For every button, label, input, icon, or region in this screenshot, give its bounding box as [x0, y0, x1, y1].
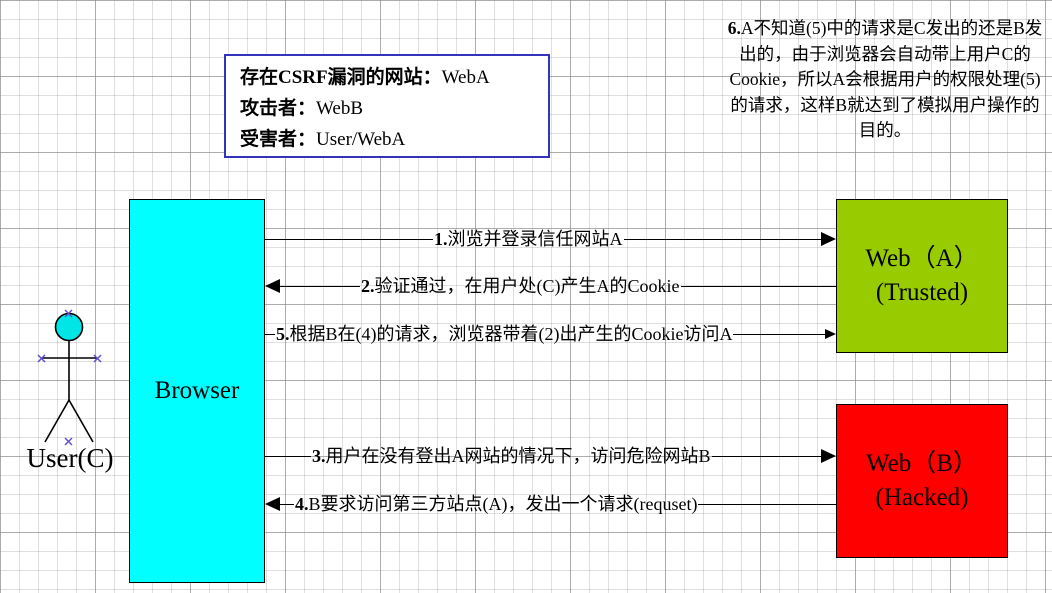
flow-4-line-right: [698, 503, 836, 505]
note-paragraph: 6.A不知道(5)中的请求是C发出的还是B发出的，由于浏览器会自动带上用户C的C…: [726, 16, 1044, 144]
legend-value-victim: User/WebA: [316, 129, 406, 150]
flow-2-label: 2.验证通过，在用户处(C)产生A的Cookie: [360, 272, 681, 298]
flow-1-label: 1.浏览并登录信任网站A: [433, 225, 624, 251]
web-b-subtitle: (Hacked): [875, 484, 969, 511]
flow-3-line-right: [711, 455, 821, 457]
flow-1-number: 1.: [434, 229, 448, 249]
flow-2-line-left: [280, 285, 360, 287]
flow-1-line-right: [623, 238, 821, 240]
flow-1-arrowhead: [821, 232, 836, 246]
flow-5-label: 5.根据B在(4)的请求，浏览器带着(2)出产生的Cookie访问A: [275, 320, 733, 346]
flow-arrow-2: 2.验证通过，在用户处(C)产生A的Cookie: [265, 271, 836, 301]
flow-4-text: B要求访问第三方站点(A)，发出一个请求(requset): [308, 494, 698, 514]
flow-4-line-left: [280, 503, 294, 505]
web-a-title: Web（A）: [865, 245, 979, 272]
flow-4-number: 4.: [295, 494, 309, 514]
flow-2-number: 2.: [361, 276, 375, 296]
web-b-label: Web（B） (Hacked): [837, 447, 1007, 515]
web-b-title: Web（B）: [866, 450, 978, 477]
flow-5-number: 5.: [276, 324, 290, 344]
legend-label-vulnerable: 存在CSRF漏洞的网站：: [240, 67, 442, 88]
legend-label-attacker: 攻击者：: [240, 98, 317, 119]
flow-5-line-left: [265, 333, 275, 335]
flow-3-number: 3.: [312, 446, 326, 466]
legend-line-attacker: 攻击者：WebB: [240, 93, 536, 124]
flow-arrow-3: 3.用户在没有登出A网站的情况下，访问危险网站B: [265, 441, 836, 471]
flow-1-line-left: [265, 238, 433, 240]
flow-arrow-5: 5.根据B在(4)的请求，浏览器带着(2)出产生的Cookie访问A: [265, 319, 836, 349]
flow-1-text: 浏览并登录信任网站A: [447, 229, 623, 249]
legend-line-vulnerable-site: 存在CSRF漏洞的网站：WebA: [240, 62, 536, 93]
legend-line-victim: 受害者：User/WebA: [240, 124, 536, 155]
browser-box[interactable]: Browser: [129, 199, 265, 583]
note-text: A不知道(5)中的请求是C发出的还是B发出的，由于浏览器会自动带上用户C的Coo…: [729, 18, 1043, 140]
legend-value-vulnerable: WebA: [441, 67, 490, 88]
web-a-label: Web（A） (Trusted): [837, 242, 1007, 310]
user-stick-figure-icon: [18, 300, 138, 460]
flow-arrow-1: 1.浏览并登录信任网站A: [265, 224, 836, 254]
flow-5-arrowhead: [825, 329, 836, 339]
flow-4-label: 4.B要求访问第三方站点(A)，发出一个请求(requset): [294, 490, 698, 516]
flow-2-text: 验证通过，在用户处(C)产生A的Cookie: [374, 276, 680, 296]
web-b-box[interactable]: Web（B） (Hacked): [836, 404, 1008, 558]
flow-5-text: 根据B在(4)的请求，浏览器带着(2)出产生的Cookie访问A: [289, 324, 733, 344]
flow-2-arrowhead: [265, 279, 280, 293]
flow-4-arrowhead: [265, 497, 280, 511]
flow-3-line-left: [265, 455, 311, 457]
flow-3-arrowhead: [821, 449, 836, 463]
flow-5-line-right: [733, 333, 825, 335]
flow-2-line-right: [680, 285, 836, 287]
browser-label: Browser: [154, 377, 240, 404]
web-a-box[interactable]: Web（A） (Trusted): [836, 199, 1008, 353]
note-step-number: 6.: [727, 18, 741, 38]
flow-3-text: 用户在没有登出A网站的情况下，访问危险网站B: [325, 446, 711, 466]
legend-label-victim: 受害者：: [240, 129, 317, 150]
legend-value-attacker: WebB: [316, 98, 364, 119]
flow-arrow-4: 4.B要求访问第三方站点(A)，发出一个请求(requset): [265, 489, 836, 519]
flow-3-label: 3.用户在没有登出A网站的情况下，访问危险网站B: [311, 442, 712, 468]
legend-box: 存在CSRF漏洞的网站：WebA 攻击者：WebB 受害者：User/WebA: [224, 54, 550, 158]
user-label: User(C): [26, 443, 114, 473]
web-a-subtitle: (Trusted): [875, 279, 969, 306]
